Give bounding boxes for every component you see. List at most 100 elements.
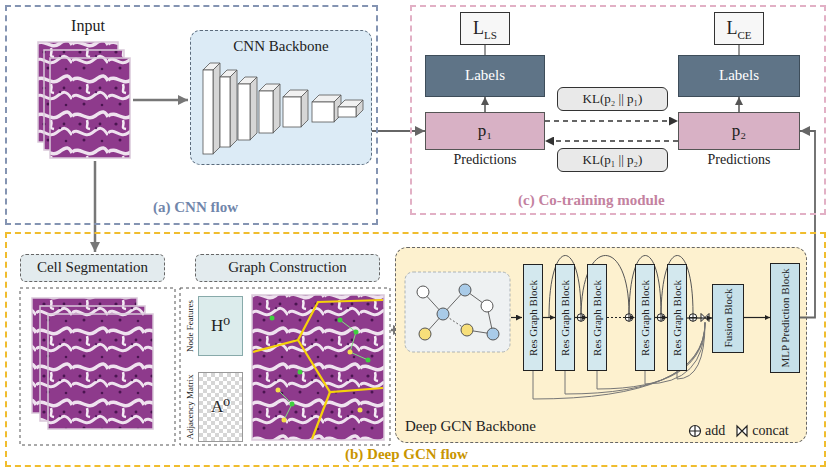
connector: [484, 97, 486, 112]
cell-node: [276, 388, 281, 393]
cell-node: [366, 358, 371, 363]
graph-node: [459, 284, 471, 296]
graph-frame: [405, 272, 510, 352]
box-label: CNN Backbone: [233, 38, 328, 55]
box-label: Fusion Block: [722, 289, 735, 348]
matrix-label: Adjacency Matrix: [186, 374, 196, 439]
cnn-layer: [312, 95, 341, 122]
res-graph-block: Res Graph Block: [635, 264, 655, 371]
cnn-layer: [283, 90, 308, 127]
concat-symbol: [737, 426, 747, 436]
step-label-box: Cell Segmentation: [20, 254, 165, 282]
connector: [543, 317, 555, 318]
box-label: Deep GCN Backbone: [405, 418, 536, 435]
gcn-wiring: [533, 255, 709, 399]
box-label: Graph Construction: [228, 259, 347, 276]
connector: [800, 131, 815, 318]
backbone-fill: [395, 247, 807, 443]
graph-node: [487, 328, 499, 340]
res-graph-block: Res Graph Block: [523, 264, 543, 371]
box-label: Labels: [719, 67, 759, 84]
connector: [655, 317, 667, 318]
flow-arrow: [511, 317, 522, 318]
backbone-fill: [190, 30, 372, 165]
layer-side: [250, 77, 257, 140]
box-label: LLS: [473, 18, 497, 39]
cnn-layer: [259, 84, 280, 133]
box-label: p₁: [478, 121, 492, 141]
box-label: Labels: [465, 67, 505, 84]
cell-graph-edge: [278, 320, 368, 420]
cnn-layers: [203, 63, 363, 154]
layer-side: [213, 63, 220, 154]
graph-node: [437, 308, 449, 320]
connector: [738, 45, 739, 55]
cnn-layer: [203, 63, 220, 154]
box-label: Res Graph Block: [671, 280, 684, 356]
flow-panel: CNN Backbone (a) CNN flow: [5, 5, 378, 225]
labels-box: Labels: [678, 55, 800, 97]
kl-box: KL(p₂ || p₁): [557, 87, 668, 111]
panel-title: (a) CNN flow: [153, 199, 238, 216]
add-symbol: [690, 426, 700, 436]
box-label: Res Graph Block: [559, 280, 572, 356]
flow-panel: Cell SegmentationGraph ConstructionH⁰A⁰R…: [5, 232, 826, 467]
concat-symbol: [735, 424, 749, 438]
graph-image: [252, 295, 384, 440]
box-heading: Predictions: [454, 152, 517, 168]
connector: [575, 317, 587, 318]
flow-arrow: [133, 99, 188, 102]
prediction-block: MLP Prediction Block: [770, 263, 800, 373]
region-outline: [298, 340, 383, 392]
legend-item: add: [688, 423, 725, 439]
loss-box: LLS: [460, 12, 510, 45]
cnn-layer: [220, 70, 237, 147]
box-label: MLP Prediction Block: [779, 268, 792, 367]
graph-node: [481, 300, 493, 312]
layer-front: [259, 91, 273, 133]
graph-node: [461, 324, 473, 336]
connector: [687, 317, 712, 318]
connector: [545, 120, 678, 122]
box-label: p₂: [732, 121, 746, 141]
legend: addconcat: [688, 423, 799, 439]
cell-node: [290, 402, 295, 407]
cell-node: [270, 316, 275, 321]
kl-box: KL(p₁ || p₂): [557, 148, 668, 172]
prediction-box: p₂Predictions: [678, 112, 800, 150]
fusion-block: Fusion Block: [712, 284, 744, 353]
layer-front: [220, 77, 230, 147]
prediction-box: p₁Predictions: [425, 112, 545, 150]
layer-side: [356, 100, 363, 117]
region-outline: [312, 392, 330, 439]
cnn-layer: [338, 100, 363, 117]
image-frame: [20, 288, 175, 445]
layer-front: [238, 84, 250, 140]
labels-box: Labels: [425, 55, 545, 97]
cell-node: [348, 350, 353, 355]
cell-node: [354, 330, 359, 335]
res-graph-block: Res Graph Block: [555, 264, 575, 371]
legend-label: add: [705, 423, 725, 439]
cnn-layer: [238, 77, 257, 140]
feature-matrix: H⁰: [198, 296, 243, 356]
res-graph-block: Res Graph Block: [587, 264, 607, 371]
box-label: H⁰: [211, 316, 230, 336]
layer-side: [301, 90, 308, 127]
graph-picture: [405, 272, 510, 352]
segmented-image: [48, 314, 153, 429]
flow-arrow: [94, 161, 97, 252]
connector: [607, 317, 635, 318]
step-label-box: Graph Construction: [195, 254, 380, 282]
res-graph-block: Res Graph Block: [667, 264, 687, 371]
backbone-box: CNN Backbone: [190, 30, 372, 165]
connector: [484, 45, 485, 55]
box-label: Res Graph Block: [591, 280, 604, 356]
connector: [545, 140, 678, 142]
panel-title: (b) Deep GCN flow: [345, 446, 468, 463]
loss-box: LCE: [714, 12, 764, 45]
box-heading: Predictions: [708, 152, 771, 168]
input-image: [50, 58, 130, 158]
image-frame: [180, 288, 390, 445]
layer-side: [273, 84, 280, 133]
